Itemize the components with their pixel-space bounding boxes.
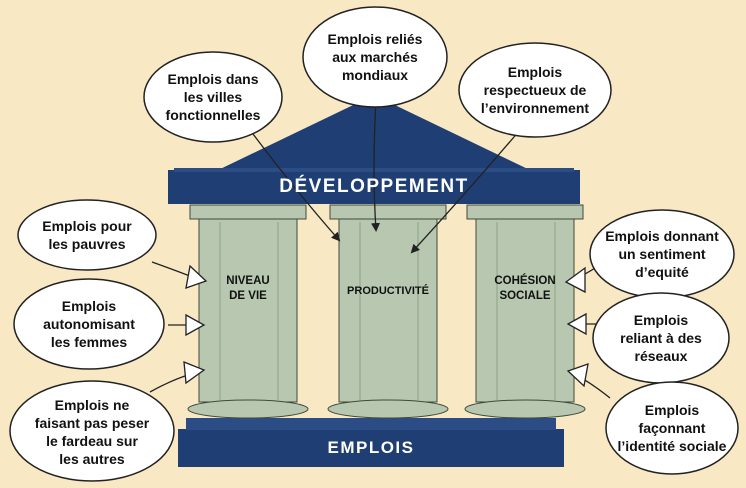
bubble-left-2 (13, 278, 165, 370)
bubble-top-right (458, 42, 612, 138)
pillar-center (327, 204, 449, 419)
arrow-top-center (371, 99, 381, 232)
bubble-label-right-3: Emplois façonnant l’identité sociale (617, 402, 727, 454)
bubble-label-left-1: Emplois pour les pauvres (42, 218, 132, 252)
arrow-left-2 (168, 313, 206, 337)
base-band (178, 429, 564, 467)
bubble-right-3 (605, 381, 739, 475)
arrow-top-right (410, 129, 521, 254)
arrow-left-3 (149, 361, 206, 393)
roof-title: DÉVELOPPEMENT (279, 176, 469, 197)
bubble-label-right-1: Emplois donnant un sentiment d’equité (605, 228, 719, 280)
base-title: EMPLOIS (327, 438, 415, 457)
arrow-right-3 (566, 363, 611, 399)
bubble-label-left-3: Emplois ne faisant pas peser le fardeau … (34, 397, 150, 467)
bubble-label-top-center: Emplois reliés aux marchés mondiaux (327, 31, 423, 83)
arrow-top-left (249, 129, 341, 242)
base-step (186, 418, 556, 430)
bubble-top-center (302, 6, 448, 108)
pillar-label-right: COHÉSION SOCIALE (494, 275, 556, 302)
pillar-label-center: PRODUCTIVITÉ (347, 284, 429, 297)
bubble-label-top-right: Emplois respectueux de l’environnement (480, 64, 590, 116)
bubble-left-3 (9, 380, 175, 482)
bubble-top-left (143, 51, 283, 143)
bubble-label-left-2: Emplois autonomisant les femmes (43, 298, 135, 350)
pillar-left (187, 204, 309, 419)
bubble-label-top-left: Emplois dans les villes fonctionnelles (165, 71, 261, 123)
arrow-left-1 (151, 261, 208, 289)
bubble-label-right-2: Emplois reliant à des réseaux (620, 312, 702, 364)
pillar-label-left: NIVEAU DE VIE (226, 275, 270, 302)
pillar-right (464, 204, 586, 419)
bubble-left-1 (17, 199, 157, 271)
